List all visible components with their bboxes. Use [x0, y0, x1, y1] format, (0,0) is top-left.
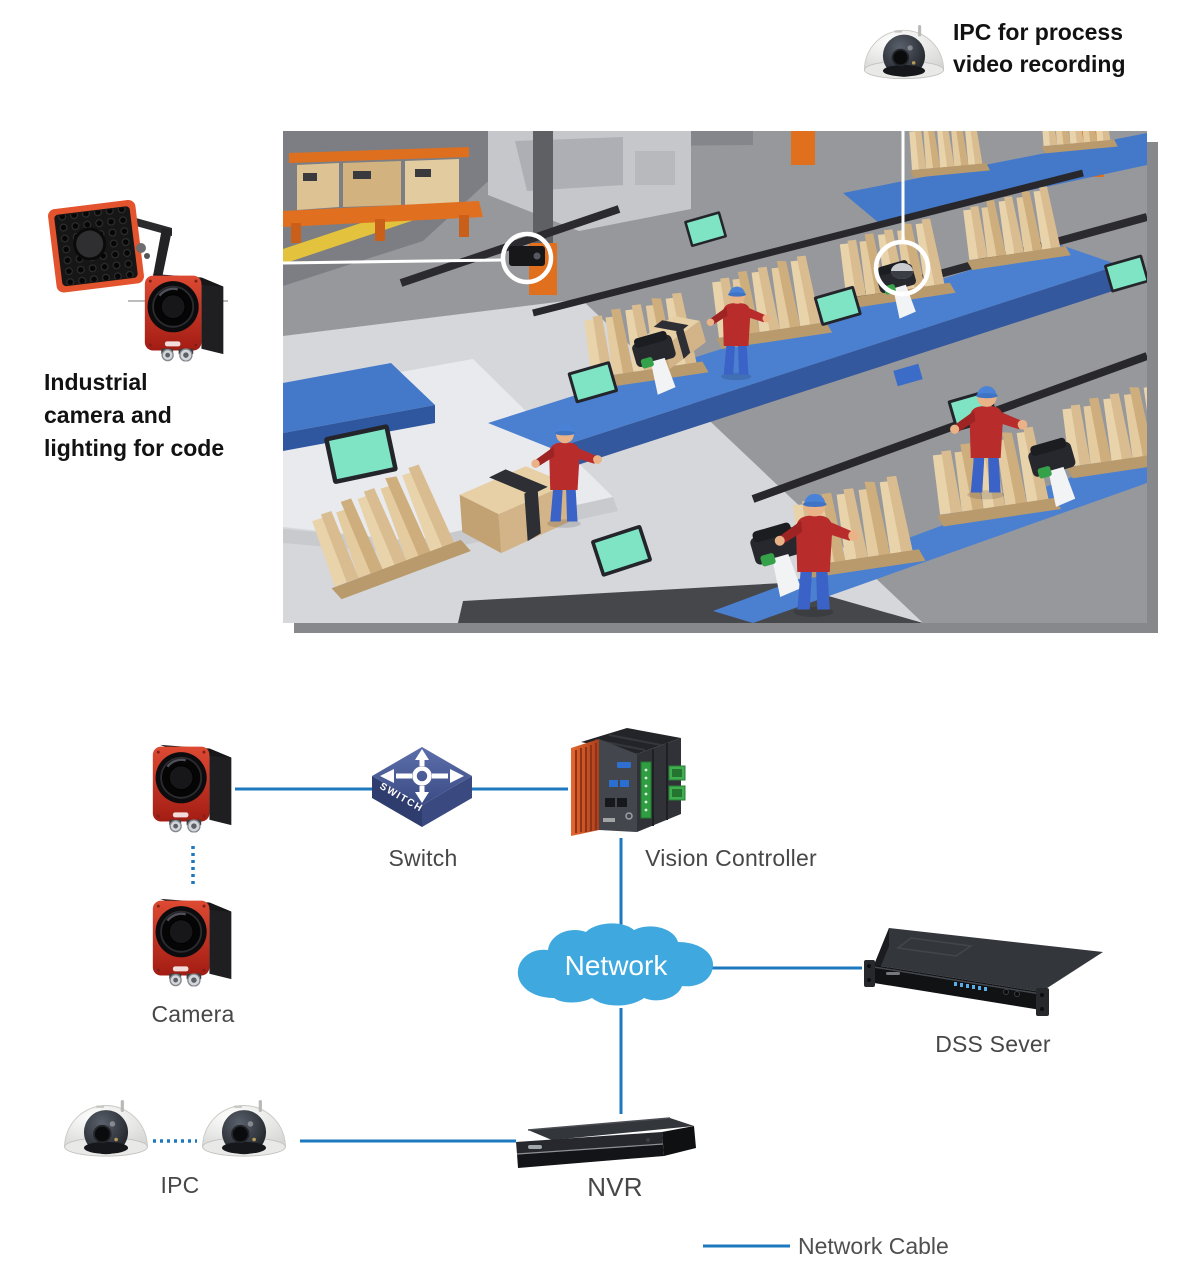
vision-controller-label: Vision Controller	[645, 845, 817, 871]
nvr-label: NVR	[587, 1172, 643, 1202]
network-cloud: Network	[517, 923, 714, 1006]
legend-label: Network Cable	[798, 1233, 949, 1259]
leader-line-to-industrial-camera	[283, 258, 503, 265]
ipc-note-line2: video recording	[953, 51, 1126, 77]
network-cloud-label: Network	[565, 950, 669, 981]
dss-server-icon	[864, 928, 1103, 1016]
industrial-note-line2: camera and	[44, 402, 172, 428]
ipc-dome-camera-icon	[860, 6, 948, 88]
highlight-circle-ipc	[873, 239, 931, 297]
vision-camera-icon-2	[151, 891, 235, 987]
nvr-icon	[516, 1117, 696, 1168]
highlight-circle-industrial-camera	[500, 231, 554, 285]
industrial-note: Industrial camera and lighting for code	[44, 366, 224, 465]
vision-controller-icon	[571, 728, 686, 836]
factory-photo	[283, 131, 1147, 623]
switch-label: Switch	[388, 845, 458, 871]
ipc-camera-icon-1	[60, 1080, 152, 1166]
dss-server-label: DSS Sever	[935, 1031, 1051, 1057]
lighting-panel-icon	[48, 199, 172, 293]
ipc-note: IPC for process video recording	[953, 16, 1126, 80]
switch-icon: SWITCH	[372, 747, 472, 827]
industrial-camera-icon	[143, 266, 227, 362]
ipc-note-line1: IPC for process	[953, 19, 1123, 45]
camera-label: Camera	[151, 1001, 235, 1027]
ipc-camera-icon-2	[198, 1080, 290, 1166]
industrial-note-line3: lighting for code	[44, 435, 225, 461]
industrial-note-line1: Industrial	[44, 369, 148, 395]
ipc-label: IPC	[160, 1172, 200, 1198]
vision-camera-icon-1	[151, 737, 235, 833]
